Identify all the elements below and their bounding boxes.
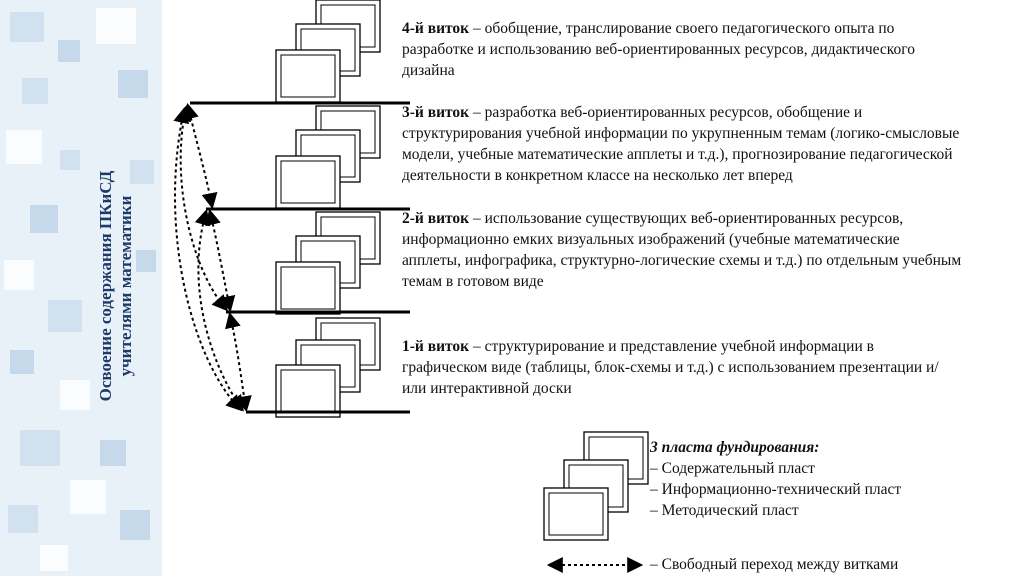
legend-free-transition: – Свободный переход между витками: [650, 556, 899, 573]
level-1-name: 1-й виток: [402, 338, 470, 355]
decorative-banner: [0, 0, 162, 576]
legend-frames-icon: [543, 431, 649, 541]
legend-item: – Информационно-технический пласт: [650, 481, 902, 498]
legend-item: – Методический пласт: [650, 502, 799, 519]
level2-frames-icon: [275, 211, 381, 315]
level-1-text: – структурирование и представление учебн…: [402, 338, 939, 397]
sidebar-title-line1: Освоение содержания ПКиСД: [96, 170, 115, 402]
dotted-double-arrow-icon: [173, 102, 252, 413]
level-2-text: – использование существующих веб-ориенти…: [402, 210, 962, 290]
sidebar-title: Освоение содержания ПКиСД учителями мате…: [0, 0, 162, 576]
diagram-graphics: [173, 0, 649, 573]
level-3-name: 3-й виток: [402, 104, 470, 121]
level3-frames-icon: [275, 105, 381, 209]
level-4-description: 4-й виток – обобщение, транслирование св…: [402, 18, 962, 81]
level1-frames-icon: [275, 317, 381, 418]
level-2-name: 2-й виток: [402, 210, 470, 227]
legend: 3 пласта фундирования: – Содержательный …: [650, 437, 901, 521]
level-4-name: 4-й виток: [402, 20, 470, 37]
level-3-text: – разработка веб-ориентированных ресурсо…: [402, 104, 960, 184]
level-2-description: 2-й виток – использование существующих в…: [402, 208, 962, 292]
legend-title: 3 пласта фундирования:: [650, 439, 820, 456]
legend-item: – Содержательный пласт: [650, 460, 815, 477]
level-3-description: 3-й виток – разработка веб-ориентированн…: [402, 102, 962, 186]
spiral-diagram: 4-й виток – обобщение, транслирование св…: [162, 0, 1024, 576]
sidebar-title-line2: учителями математики: [116, 195, 135, 377]
level4-frames-icon: [275, 0, 381, 103]
level-1-description: 1-й виток – структурирование и представл…: [402, 336, 962, 399]
level-4-text: – обобщение, транслирование своего педаг…: [402, 20, 915, 79]
